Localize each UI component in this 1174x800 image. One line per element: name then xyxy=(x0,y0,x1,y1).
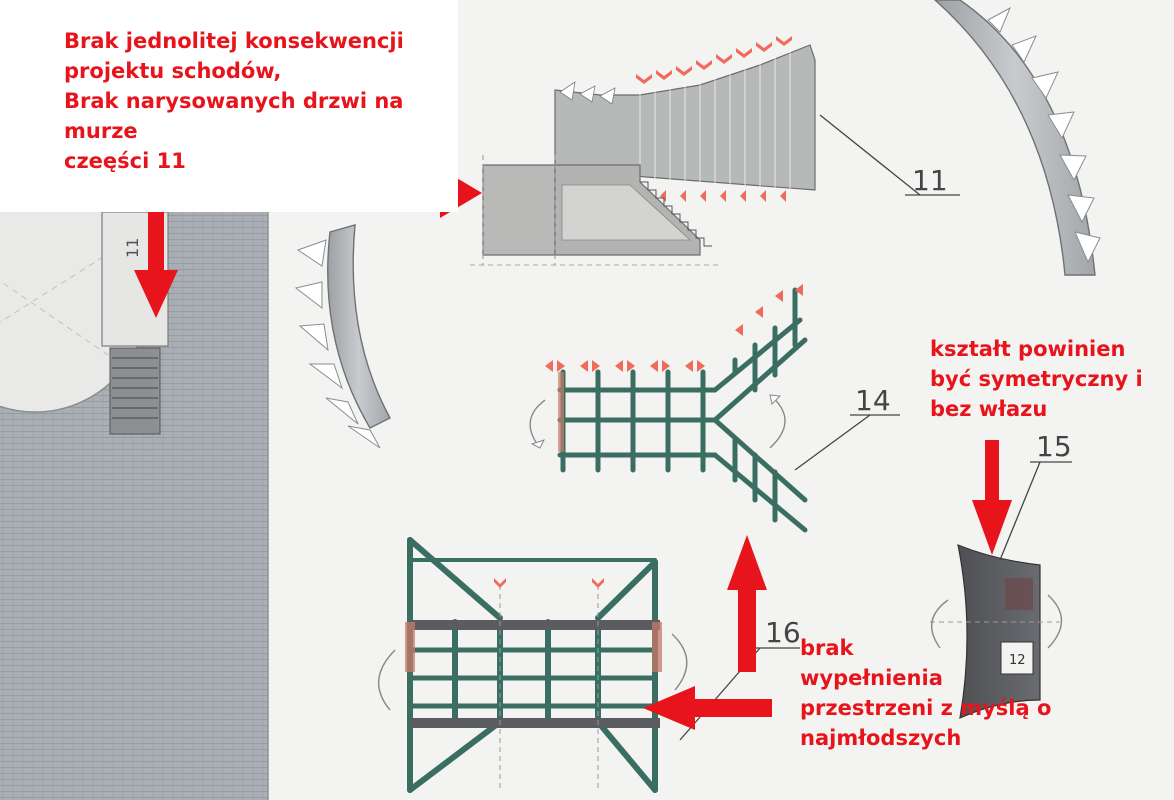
annotation-line: kształt powinien xyxy=(930,337,1126,361)
annotation-line: najmłodszych xyxy=(800,726,962,750)
annotation-line: murze xyxy=(64,119,138,143)
part-label-16: 16 xyxy=(765,616,801,649)
annotation-line: projektu schodów, xyxy=(64,59,282,83)
part-label-11-rotated: 11 xyxy=(123,238,142,258)
arrow-icon xyxy=(727,535,767,672)
annotation-line: przestrzeni z myślą o xyxy=(800,696,1052,720)
annotation-stairs-doors: Brak jednolitej konsekwencji projektu sc… xyxy=(64,26,404,176)
part-15-panel: 12 15 xyxy=(930,430,1072,720)
rotate-arrow-icon xyxy=(377,649,396,711)
wall-strip: 11 xyxy=(0,150,269,800)
annotation-space-filling: brak wypełnienia przestrzeni z myślą o n… xyxy=(800,633,1051,753)
annotation-line: bez włazu xyxy=(930,397,1048,421)
annotation-callout-box xyxy=(0,0,458,212)
rotate-arrow-icon xyxy=(671,633,688,691)
annotation-line: czeęści 11 xyxy=(64,149,186,173)
annotation-shape-symmetric: kształt powinien być symetryczny i bez w… xyxy=(930,334,1143,424)
annotation-line: Brak narysowanych drzwi na xyxy=(64,89,404,113)
part-label-12: 12 xyxy=(1009,653,1026,668)
part-14-railing: 14 xyxy=(529,284,900,533)
annotation-line: brak xyxy=(800,636,854,660)
part-16-frame: 16 xyxy=(377,537,801,793)
rotate-arrow-icon xyxy=(1047,594,1063,649)
arrow-icon xyxy=(972,440,1012,555)
arrow-icon xyxy=(643,686,772,730)
part-label-14: 14 xyxy=(855,384,891,417)
annotation-line: być symetryczny i xyxy=(930,367,1143,391)
part-label-11: 11 xyxy=(912,164,948,197)
arrow-icon xyxy=(134,212,178,318)
annotation-line: wypełnienia xyxy=(800,666,943,690)
arch-part xyxy=(933,0,1101,276)
part-label-15: 15 xyxy=(1036,430,1072,463)
annotation-line: Brak jednolitej konsekwencji xyxy=(64,29,404,53)
rotate-arrow-icon xyxy=(931,599,949,649)
part-11-stair-wall: 11 xyxy=(470,36,960,266)
